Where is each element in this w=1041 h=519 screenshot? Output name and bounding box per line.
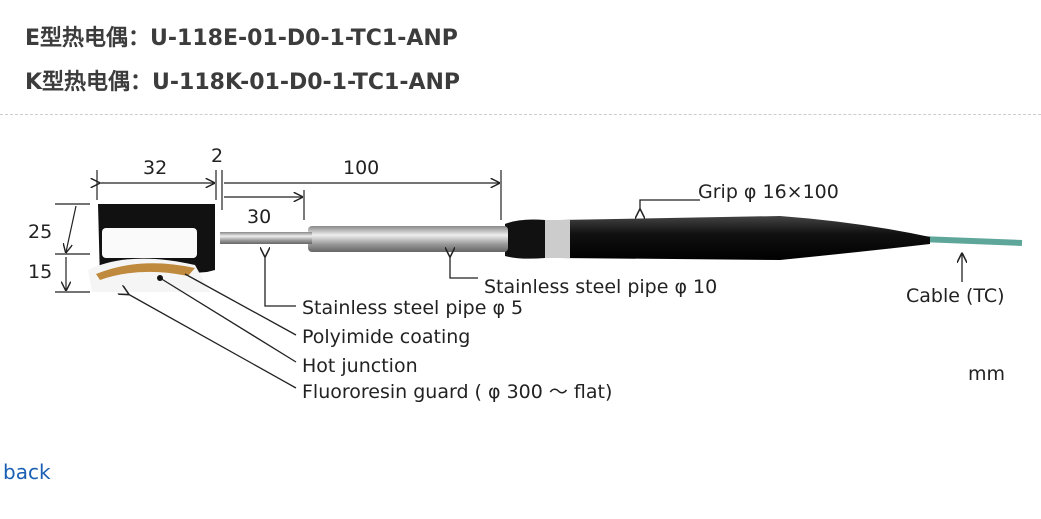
model-e-type: E型热电偶：U-118E-01-D0-1-TC1-ANP <box>25 26 458 51</box>
model-k-type: K型热电偶：U-118K-01-D0-1-TC1-ANP <box>25 70 461 95</box>
label-pipe-5: Stainless steel pipe φ 5 <box>302 297 523 319</box>
back-link[interactable]: back <box>3 460 51 484</box>
sensor-diagram: 32 2 100 30 25 15 Grip φ 16×100 Stainles… <box>28 145 1023 403</box>
label-pipe-10: Stainless steel pipe φ 10 <box>484 276 717 298</box>
label-polyimide: Polyimide coating <box>302 326 470 348</box>
label-hot-junction: Hot junction <box>302 355 418 377</box>
dim-15: 15 <box>28 261 52 283</box>
grip <box>560 216 930 260</box>
label-unit: mm <box>968 363 1005 385</box>
dim-100: 100 <box>343 157 379 179</box>
dim-25: 25 <box>28 221 52 243</box>
dim-30: 30 <box>247 206 271 228</box>
polyimide-coating <box>96 263 195 280</box>
label-guard: Fluororesin guard ( φ 300 ～ flat) <box>302 381 612 403</box>
pipe-10 <box>308 226 508 252</box>
pipe-5 <box>220 232 312 244</box>
divider <box>0 114 1041 115</box>
dim-2: 2 <box>211 145 223 167</box>
cable <box>919 236 1023 246</box>
dim-32: 32 <box>143 157 167 179</box>
label-cable: Cable (TC) <box>906 285 1005 307</box>
label-grip: Grip φ 16×100 <box>698 181 839 203</box>
